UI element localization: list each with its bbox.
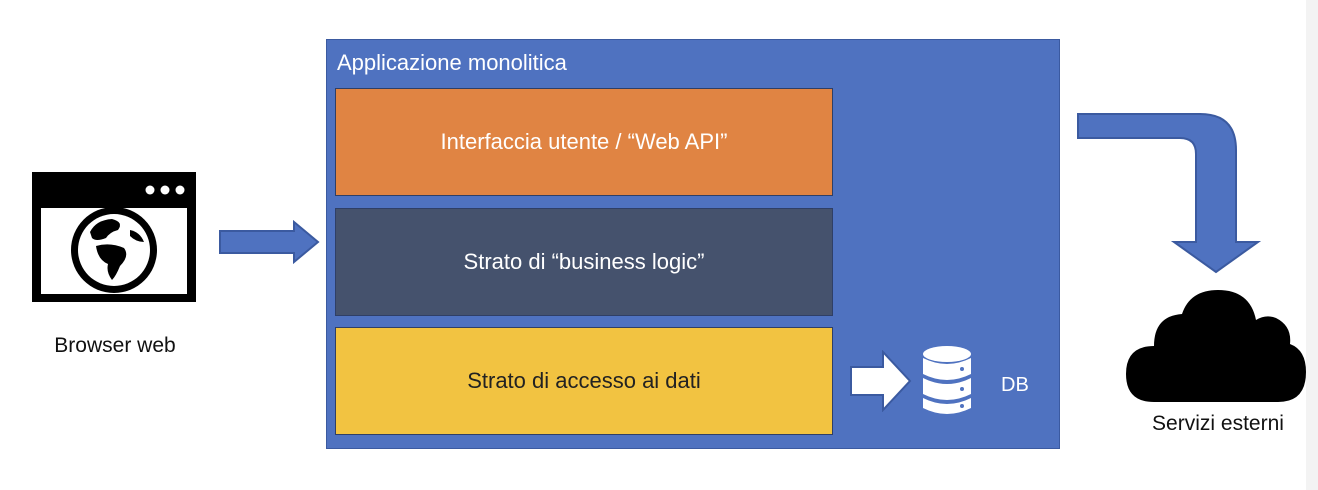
layer-data-access-label: Strato di accesso ai dati [467,368,701,393]
right-edge-strip [1306,0,1318,490]
layer-user-interface: Interfaccia utente / “Web API” [335,88,833,196]
app-title: Applicazione monolitica [337,50,567,75]
layer-user-interface-label: Interfaccia utente / “Web API” [440,129,728,154]
services-label: Servizi esterni [1152,412,1284,435]
monolithic-application: Applicazione monolitica Interfaccia uten… [326,39,1060,449]
browser-label: Browser web [54,334,176,357]
database-icon [923,346,971,414]
cloud-icon [1126,290,1306,402]
arrow-right-icon [219,220,320,264]
arrow-curved-down-icon [1077,113,1262,274]
layer-business-logic-label: Strato di “business logic” [463,249,705,274]
db-label: DB [1001,374,1029,396]
layer-business-logic: Strato di “business logic” [335,208,833,316]
arrow-right-white-icon [850,350,912,412]
browser-globe-icon [32,172,196,302]
layer-data-access: Strato di accesso ai dati [335,327,833,435]
